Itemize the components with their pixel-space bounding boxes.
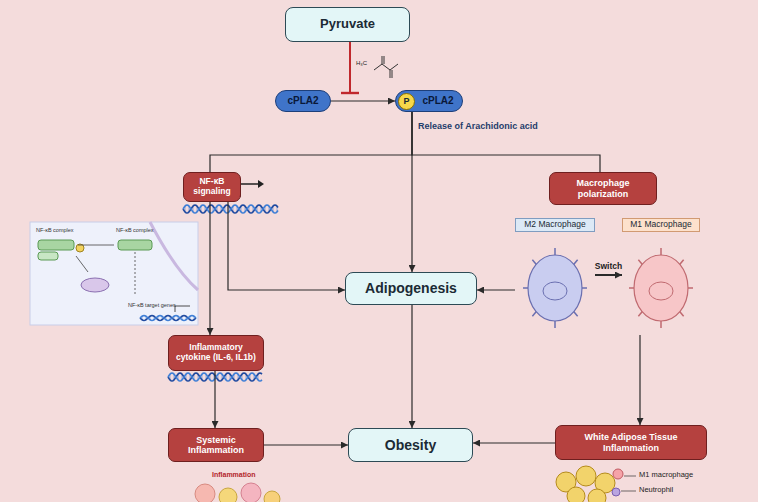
adipocyte	[588, 489, 606, 502]
node-label: White Adipose Tissue Inflammation	[560, 432, 702, 453]
nfkb-inset	[30, 222, 198, 325]
illustration-label: Inflammation	[212, 471, 256, 479]
connector-arrow	[209, 202, 210, 335]
helix-strand	[183, 205, 278, 213]
inhibition-line	[349, 42, 351, 93]
process-box: Pyruvate	[285, 7, 410, 42]
effect-box: Macrophage polarization	[549, 172, 657, 205]
translocation-arrow	[135, 252, 136, 296]
leader-line	[621, 491, 636, 492]
cell	[264, 491, 280, 502]
transcription-arrow	[175, 306, 190, 312]
callout-label: M1 macrophage	[639, 471, 693, 479]
effect-box: Systemic Inflammation	[168, 428, 264, 462]
node-label: Obesity	[385, 437, 436, 453]
inset-label: NF-κB target genes	[128, 302, 176, 308]
neutrophil	[612, 488, 620, 496]
chemical-label: H₃C	[356, 60, 367, 67]
connector-arrow	[214, 371, 215, 428]
adipose-cluster	[556, 466, 636, 502]
inset-label: NF-κB complex	[116, 227, 154, 233]
connector-arrow	[412, 112, 600, 172]
cell-body	[528, 255, 582, 321]
connector-arrow	[411, 112, 412, 272]
adipocyte	[567, 487, 585, 502]
node-label: Systemic Inflammation	[173, 435, 259, 456]
inset-label: NF-κB complex	[36, 227, 74, 233]
nuclear-membrane	[150, 222, 198, 290]
macrophage-cell	[515, 238, 595, 333]
macrophage-cell	[622, 238, 700, 333]
arrowhead	[258, 180, 264, 188]
chemical-structure	[374, 56, 398, 78]
effect-box: White Adipose Tissue Inflammation	[555, 425, 707, 460]
dna-helices	[140, 205, 278, 381]
node-label: NF-κB signaling	[188, 177, 236, 197]
double-bond	[390, 70, 392, 78]
phosphate-circle: P	[398, 93, 415, 110]
inhibition-bar	[341, 92, 359, 94]
ikb-subunit	[38, 252, 58, 260]
pathway-arrow	[78, 245, 114, 246]
inflammation-cells	[195, 483, 280, 502]
edge-label: Switch	[593, 262, 624, 271]
helix-strand	[140, 316, 196, 321]
transcription-arrow	[240, 184, 258, 197]
helix-strand	[140, 316, 196, 321]
nfkb-complex	[118, 240, 152, 250]
cell	[241, 483, 261, 502]
inset-panel	[30, 222, 198, 325]
node-label: Macrophage polarization	[554, 178, 652, 199]
pathway-arrow	[76, 256, 88, 272]
node-label: Pyruvate	[320, 17, 375, 32]
connector-arrow	[331, 100, 395, 101]
adipocyte	[576, 466, 596, 486]
connector-arrow	[639, 335, 640, 425]
node-label: Inflammatory cytokine (IL-6, IL1b)	[173, 343, 259, 363]
annotation: Release of Arachidonic acid	[418, 122, 538, 132]
node-heading: M1 Macrophage	[622, 218, 700, 232]
macrophage-node: M1 Macrophage	[622, 218, 700, 335]
effect-box: Inflammatory cytokine (IL-6, IL1b)	[168, 335, 264, 371]
node-label: cPLA2	[404, 95, 453, 107]
process-box: Obesity	[348, 428, 473, 462]
effect-box: NF-κB signaling	[183, 172, 241, 202]
protein-pill: cPLA2	[275, 90, 331, 112]
node-label: P	[403, 96, 409, 106]
node-label: Adipogenesis	[365, 280, 457, 296]
connector-arrow	[228, 202, 345, 290]
cell	[219, 488, 237, 502]
connector-arrow	[473, 442, 555, 443]
node-label: cPLA2	[287, 95, 318, 107]
callout-label: Neutrophil	[639, 486, 673, 494]
double-bond	[382, 56, 384, 64]
connector-arrow	[264, 444, 348, 445]
cell	[195, 484, 215, 502]
connector-arrow	[411, 305, 412, 428]
connector-arrow	[210, 112, 412, 172]
node-heading: M2 Macrophage	[515, 218, 595, 232]
m1-macrophage	[613, 469, 623, 479]
cell-nucleus	[649, 282, 673, 300]
leader-line	[624, 476, 636, 477]
connector-arrow	[477, 289, 515, 290]
cell-nucleus	[543, 282, 567, 300]
connector-arrow	[595, 274, 622, 276]
helix-strand	[183, 205, 278, 213]
macrophage-node: M2 Macrophage	[515, 218, 595, 335]
carbon-chain	[374, 64, 398, 70]
degradation-symbol	[81, 278, 109, 292]
process-box: Adipogenesis	[345, 272, 477, 305]
protein-pill: PcPLA2	[395, 90, 463, 112]
cell-body	[634, 255, 688, 321]
nfkb-complex	[38, 240, 74, 250]
